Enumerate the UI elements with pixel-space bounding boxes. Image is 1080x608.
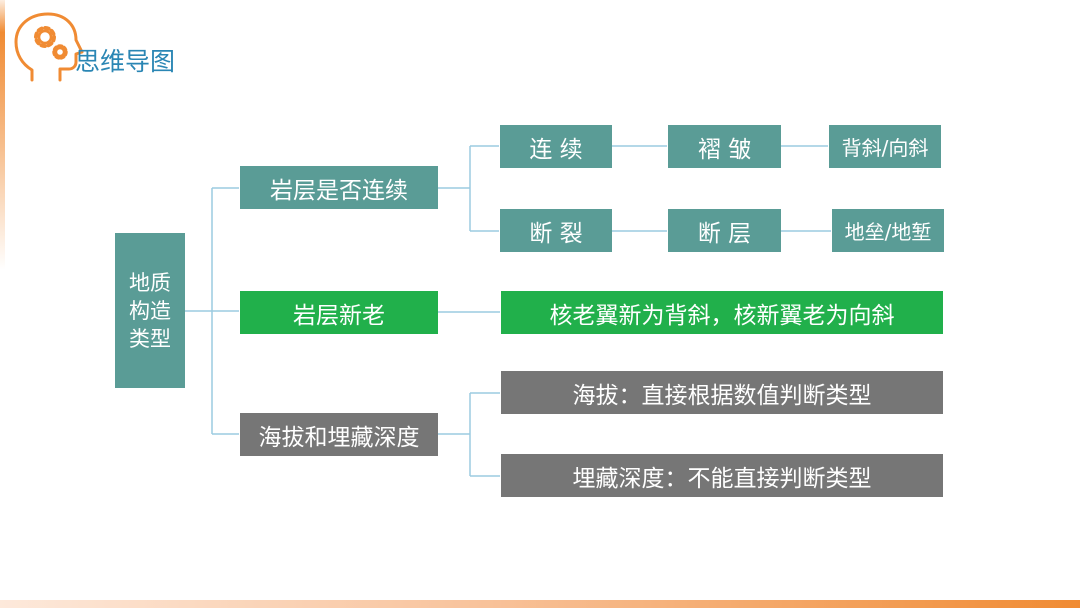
fractured-node: 断 裂 bbox=[500, 209, 612, 252]
root-label-line: 构造 bbox=[129, 298, 171, 323]
fold-node: 褶 皱 bbox=[668, 125, 781, 168]
fault-node: 断 层 bbox=[668, 209, 781, 252]
head-gears-icon bbox=[14, 12, 84, 82]
strata-age-node: 岩层新老 bbox=[240, 291, 438, 334]
fault-types-node: 地垒/地堑 bbox=[832, 209, 944, 252]
gear-icon bbox=[34, 26, 56, 48]
continuous-node: 连 续 bbox=[500, 125, 612, 168]
strata-age-rule-node: 核老翼新为背斜，核新翼老为向斜 bbox=[501, 291, 943, 334]
head-outline bbox=[14, 12, 84, 82]
elevation-depth-node: 海拔和埋藏深度 bbox=[240, 413, 438, 456]
root-label-line: 地质 bbox=[129, 270, 171, 295]
root-label-line: 类型 bbox=[129, 326, 171, 351]
page-title: 思维导图 bbox=[75, 47, 176, 76]
root-node: 地质 构造 类型 bbox=[115, 233, 185, 388]
gear-icon bbox=[52, 44, 68, 60]
continuity-node: 岩层是否连续 bbox=[240, 166, 438, 209]
fold-types-node: 背斜/向斜 bbox=[829, 125, 941, 168]
elevation-rule-node: 海拔：直接根据数值判断类型 bbox=[501, 371, 943, 414]
bottom-accent-bar bbox=[0, 600, 1080, 608]
left-accent-bar bbox=[0, 0, 5, 270]
depth-rule-node: 埋藏深度：不能直接判断类型 bbox=[501, 454, 943, 497]
